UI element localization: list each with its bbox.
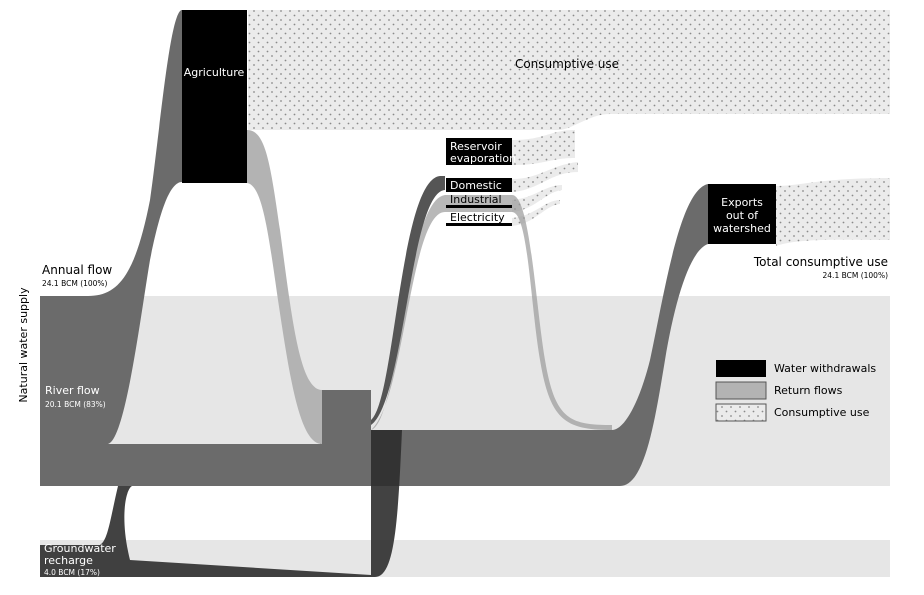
consumptive-use-label: Consumptive use [515,57,619,71]
consumptive-use-region [248,10,890,130]
groundwater-label-2: recharge [44,554,93,567]
legend-label-return: Return flows [774,384,843,397]
domestic-node [446,178,512,192]
small-consumptive-streaks [512,185,562,226]
agriculture-label: Agriculture [184,66,245,79]
annual-flow-value: 24.1 BCM (100%) [42,279,108,288]
legend: Water withdrawals Return flows Consumpti… [715,360,876,422]
groundwater-value: 4.0 BCM (17%) [44,568,100,577]
reservoir-label-1: Reservoir [450,140,502,153]
agriculture-node [182,10,247,183]
legend-swatch-consumptive [715,403,767,422]
annual-flow-label: Annual flow [42,263,112,277]
groundwater-stream [40,430,402,577]
axis-label: Natural water supply [17,287,30,403]
total-consumptive-label: Total consumptive use [753,255,888,269]
reservoir-label-2: evaporation [450,152,516,165]
domestic-arch-flow [371,176,445,425]
reservoir-node [446,138,512,165]
industrial-label: Industrial [450,193,502,206]
legend-swatch-withdrawals [716,360,766,377]
river-stream [40,10,708,486]
exports-label-2: out of [726,209,759,222]
reservoir-consumptive-flow [512,130,575,165]
total-consumptive-value: 24.1 BCM (100%) [823,271,889,280]
electricity-node [446,223,512,226]
river-flow-value: 20.1 BCM (83%) [45,400,106,409]
river-flow-label: River flow [45,384,100,397]
electricity-label: Electricity [450,211,505,224]
exports-node [708,184,776,244]
industrial-node [446,205,512,208]
agriculture-return-flow [247,130,322,444]
groundwater-label-1: Groundwater [44,542,116,555]
legend-label-withdrawals: Water withdrawals [774,362,876,375]
domestic-consumptive-flow [512,162,578,192]
legend-label-consumptive: Consumptive use [774,406,870,419]
legend-swatch-return [715,381,767,400]
exports-consumptive-region [776,178,890,246]
exports-label-3: watershed [713,222,771,235]
domestic-label: Domestic [450,179,502,192]
exports-label-1: Exports [721,196,763,209]
